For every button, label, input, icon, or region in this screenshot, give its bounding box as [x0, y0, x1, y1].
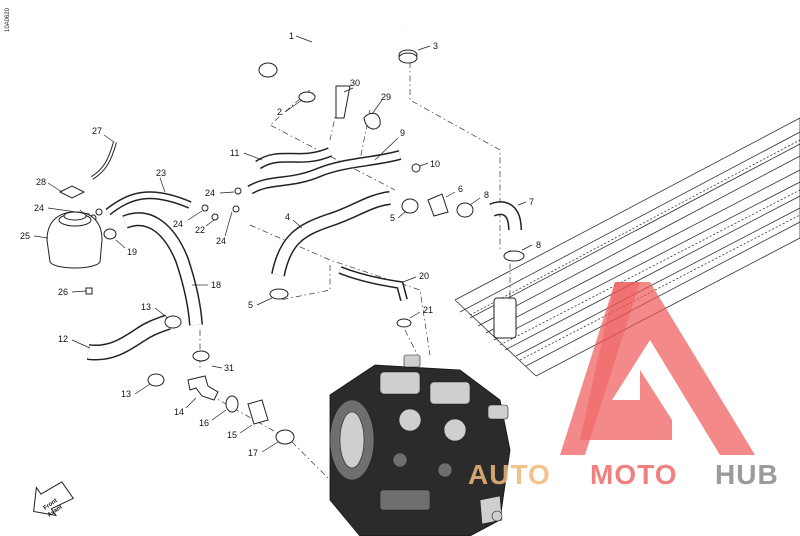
callout-30: 30	[350, 78, 360, 88]
callout-15: 15	[227, 430, 237, 440]
callout-4: 4	[285, 212, 290, 222]
callout-24c: 24	[173, 219, 183, 229]
callout-13a: 13	[141, 302, 151, 312]
callout-8a: 8	[484, 190, 489, 200]
callout-11: 11	[230, 148, 239, 158]
callout-14: 14	[174, 407, 184, 417]
callout-5a: 5	[390, 213, 395, 223]
coolant-reservoir	[46, 185, 103, 295]
watermark-moto: MOTO	[590, 459, 677, 490]
watermark-hub: HUB	[715, 459, 779, 490]
callout-7: 7	[529, 197, 534, 207]
callout-13b: 13	[121, 389, 131, 399]
callout-24a: 24	[205, 188, 215, 198]
callout-29: 29	[381, 92, 391, 102]
clamps-and-fittings	[89, 49, 525, 445]
callout-31: 31	[224, 363, 234, 373]
callout-6: 6	[458, 184, 463, 194]
callout-5b: 5	[248, 300, 253, 310]
hoses	[86, 8, 522, 361]
callout-23: 23	[156, 168, 166, 178]
callout-19: 19	[127, 247, 137, 257]
callout-24b: 24	[34, 203, 44, 213]
callout-17: 17	[248, 448, 258, 458]
callout-20: 20	[419, 271, 429, 281]
callout-8b: 8	[536, 240, 541, 250]
callout-26: 26	[58, 287, 68, 297]
callout-12: 12	[58, 334, 68, 344]
tunnel-rails	[454, 117, 800, 377]
callout-24d: 24	[216, 236, 226, 246]
callouts: 1 2 3 4 5 5 6 7 8 8 9 10 11 12 13 13 14 …	[20, 31, 541, 458]
automotohub-watermark: AUTO MOTO HUB	[468, 282, 779, 490]
callout-3: 3	[433, 41, 438, 51]
callout-2: 2	[277, 107, 282, 117]
callout-21: 21	[423, 305, 433, 315]
callout-1: 1	[289, 31, 294, 41]
callout-28: 28	[36, 177, 46, 187]
engine	[329, 354, 511, 536]
callout-27: 27	[92, 126, 102, 136]
callout-25: 25	[20, 231, 30, 241]
watermark-auto: AUTO	[468, 459, 551, 490]
callout-22: 22	[195, 225, 205, 235]
callout-10: 10	[430, 159, 440, 169]
callout-9: 9	[400, 128, 405, 138]
callout-18: 18	[211, 280, 221, 290]
drawing-code: 10A0620	[5, 7, 11, 32]
callout-16: 16	[199, 418, 209, 428]
front-arrow: Front Avant	[33, 481, 75, 519]
